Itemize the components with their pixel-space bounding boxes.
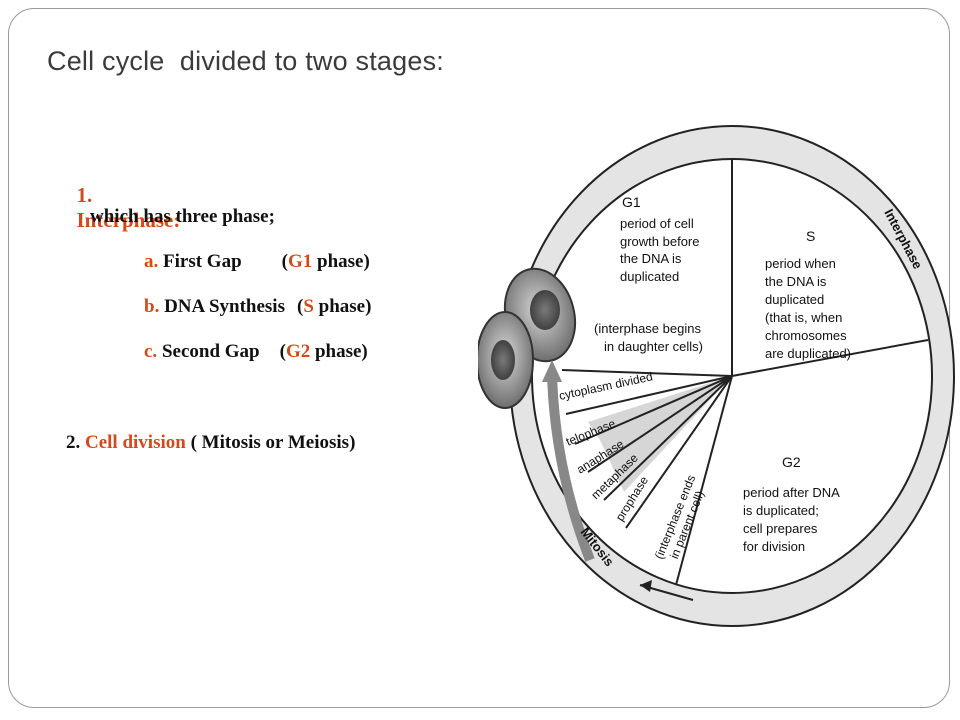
phase-open: ( — [279, 341, 286, 362]
phase-open: ( — [296, 296, 304, 317]
svg-text:the DNA is: the DNA is — [765, 274, 827, 289]
phase-item-g1: a. First Gap (G1 phase) — [144, 251, 370, 273]
svg-text:duplicated: duplicated — [620, 269, 679, 284]
phase-code: G1 — [287, 251, 313, 272]
g1-note: (interphase begins in daughter cells) — [594, 321, 703, 354]
phase-dividers — [561, 159, 929, 586]
item-label: Cell division — [85, 432, 186, 453]
item-number: 2. — [66, 432, 81, 453]
svg-text:are duplicated): are duplicated) — [765, 346, 851, 361]
svg-text:period of cell: period of cell — [620, 216, 694, 231]
phase-letter: a. — [144, 251, 159, 272]
phase-letter: c. — [144, 341, 158, 362]
phase-name: DNA Synthesis — [164, 296, 285, 317]
s-description: period when the DNA is duplicated (that … — [765, 256, 851, 361]
slide-title: Cell cycle divided to two stages: — [47, 46, 444, 76]
phase-code: S — [303, 296, 314, 317]
svg-text:for division: for division — [743, 539, 805, 554]
svg-text:cell prepares: cell prepares — [743, 521, 818, 536]
item-label: Interphase: — [76, 208, 181, 232]
svg-text:period when: period when — [765, 256, 836, 271]
phase-rest: phase) — [310, 341, 368, 362]
item-number: 1. — [76, 183, 93, 207]
phase-open: ( — [281, 251, 288, 272]
phase-item-s: b. DNA Synthesis (S phase) — [144, 296, 371, 318]
phase-item-g2: c. Second Gap (G2 phase) — [144, 341, 368, 363]
svg-text:in daughter cells): in daughter cells) — [604, 339, 703, 354]
phase-name: First Gap — [163, 251, 242, 272]
svg-text:the DNA is: the DNA is — [620, 251, 682, 266]
phase-code: G2 — [285, 341, 311, 362]
mitosis-wedge — [588, 376, 732, 492]
g1-description: period of cell growth before the DNA is … — [620, 216, 700, 284]
svg-text:(interphase begins: (interphase begins — [594, 321, 701, 336]
item-rest: ( Mitosis or Meiosis) — [185, 432, 356, 453]
interphase-subtitle: which has three phase; — [90, 206, 275, 227]
svg-text:growth before: growth before — [620, 234, 700, 249]
cell-cycle-diagram: G1 period of cell growth before the DNA … — [478, 125, 955, 627]
g2-title: G2 — [782, 454, 801, 470]
phase-name: Second Gap — [161, 341, 260, 362]
svg-text:is duplicated;: is duplicated; — [743, 503, 819, 518]
phase-rest: phase) — [313, 296, 372, 317]
phase-rest: phase) — [312, 251, 370, 272]
svg-text:chromosomes: chromosomes — [765, 328, 847, 343]
list-item-cell-division: 2. Cell division ( Mitosis or Meiosis) — [66, 432, 355, 454]
s-title: S — [806, 228, 815, 244]
phase-letter: b. — [144, 296, 160, 317]
g2-description: period after DNA is duplicated; cell pre… — [743, 485, 840, 554]
g1-title: G1 — [622, 194, 641, 210]
arrow-head-icon — [542, 360, 562, 382]
list-item-interphase: 1. Interphase: — [66, 158, 181, 233]
ring-arrow-head-icon — [640, 580, 652, 592]
svg-text:(that is, when: (that is, when — [765, 310, 842, 325]
division-arrow — [547, 374, 595, 562]
svg-text:duplicated: duplicated — [765, 292, 824, 307]
svg-text:period after DNA: period after DNA — [743, 485, 840, 500]
